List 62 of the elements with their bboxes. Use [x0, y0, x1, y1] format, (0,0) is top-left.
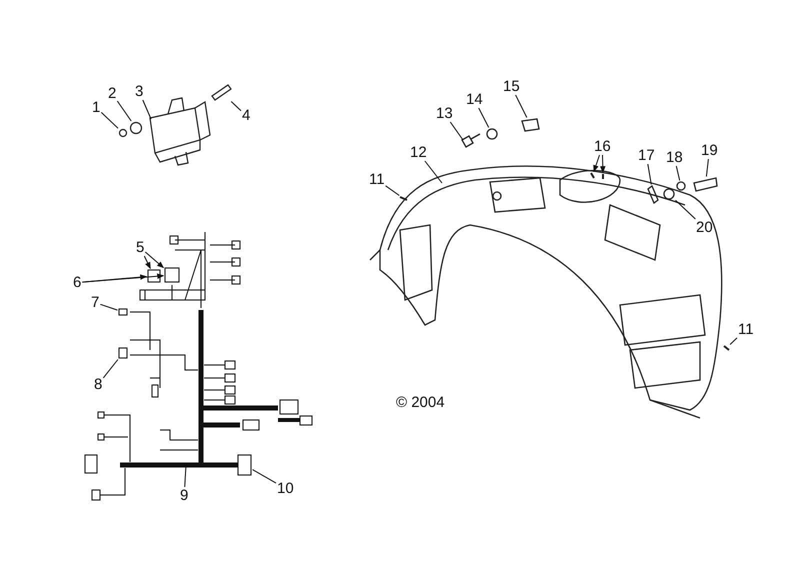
leader-line: [184, 464, 186, 488]
connector-icon: [238, 454, 252, 476]
callout-number: 15: [503, 79, 520, 94]
leader-arrow: [82, 273, 164, 283]
screw-icon: [723, 345, 730, 351]
callout-number: 12: [410, 145, 427, 160]
callout-number: 18: [666, 150, 683, 165]
connector-icon: [148, 270, 160, 282]
leader-line: [706, 158, 709, 177]
leader-line: [102, 359, 118, 378]
callout-number: 9: [180, 488, 188, 503]
callout-number: 16: [594, 139, 611, 154]
callout-number: 11: [369, 172, 385, 187]
callout-number: 7: [91, 295, 100, 310]
callout-number: 6: [73, 275, 82, 290]
leader-line: [385, 185, 400, 196]
nut-icon: [118, 128, 128, 138]
callout-number: 3: [135, 84, 144, 99]
callout-number: 20: [696, 220, 713, 235]
connector-icon: [164, 268, 180, 282]
callout-number: 2: [108, 86, 116, 101]
callout-number: 17: [638, 148, 655, 163]
callout-number: 8: [94, 377, 102, 392]
leader-line: [116, 100, 132, 122]
leader-arrow: [144, 256, 151, 270]
wire-trunk-drawing: [118, 308, 280, 468]
leader-line: [675, 200, 696, 220]
leader-arrow: [593, 154, 600, 172]
leader-line: [647, 164, 652, 185]
dashboard-panel-drawing: [369, 166, 722, 419]
callout-number: 14: [466, 92, 483, 107]
pin-icon: [693, 177, 718, 192]
leader-line: [730, 337, 738, 345]
bolt-icon: [211, 84, 232, 101]
cap-icon: [521, 118, 540, 132]
callout-number: 19: [701, 143, 718, 158]
screw-icon: [400, 196, 408, 201]
leader-line: [142, 100, 152, 120]
leader-arrow: [144, 252, 164, 268]
callout-number: 13: [436, 106, 453, 121]
leader-line: [252, 469, 276, 484]
lever-icon: [647, 184, 659, 204]
washer-icon: [676, 181, 686, 191]
leader-line: [424, 160, 442, 184]
key-icon: [461, 133, 481, 148]
leader-line: [100, 304, 118, 311]
leader-line: [450, 122, 464, 140]
leader-line: [478, 108, 490, 128]
copyright-note: © 2004: [396, 395, 445, 410]
module-drawing: [149, 97, 211, 166]
leader-line: [515, 94, 528, 118]
callout-number: 5: [136, 240, 144, 255]
washer-icon: [130, 122, 142, 134]
leader-arrow: [600, 154, 606, 174]
callout-number: 11: [738, 322, 754, 337]
callout-number: 1: [92, 100, 100, 115]
knob-icon: [486, 128, 498, 140]
callout-number: 10: [277, 481, 294, 496]
callout-number: 4: [242, 108, 250, 123]
leader-line: [100, 112, 118, 129]
leader-line: [676, 166, 680, 181]
leader-line: [230, 101, 242, 112]
